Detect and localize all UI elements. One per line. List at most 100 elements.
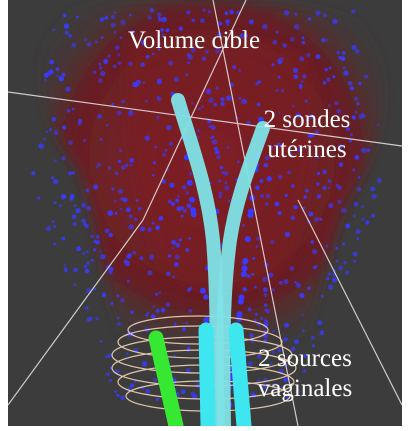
dwell-point <box>224 185 229 190</box>
dwell-point <box>169 142 173 146</box>
dwell-point <box>118 61 122 65</box>
dwell-point <box>87 42 92 47</box>
dwell-point <box>353 252 358 257</box>
dwell-point <box>97 114 102 119</box>
dwell-point <box>99 66 102 69</box>
dwell-point <box>321 295 324 298</box>
dwell-point <box>335 247 338 250</box>
dwell-point <box>248 307 252 311</box>
dwell-point <box>218 192 223 197</box>
dwell-point <box>130 311 133 314</box>
dwell-point <box>302 329 305 332</box>
probe-dwell-point <box>189 197 195 203</box>
dwell-point <box>174 262 179 267</box>
dwell-point <box>61 237 65 241</box>
dwell-point <box>201 105 204 108</box>
dwell-point <box>100 71 105 76</box>
dwell-point <box>161 308 166 313</box>
dwell-point <box>185 248 189 252</box>
dwell-point <box>73 268 78 273</box>
dwell-point <box>37 197 40 200</box>
dwell-point <box>76 246 81 251</box>
dwell-point <box>140 256 144 260</box>
dwell-point <box>153 378 157 382</box>
probe-dwell-point <box>187 180 193 186</box>
dwell-point <box>321 38 326 43</box>
dwell-point <box>249 333 253 337</box>
dwell-point <box>103 59 108 64</box>
dwell-point <box>221 171 224 174</box>
dwell-point <box>169 183 174 188</box>
dwell-point <box>106 372 110 376</box>
dwell-point <box>49 128 52 131</box>
dwell-point <box>84 264 88 268</box>
dwell-point <box>68 171 72 175</box>
dwell-point <box>166 125 171 130</box>
dwell-point <box>319 218 322 221</box>
dwell-point <box>120 395 125 400</box>
dwell-point <box>49 60 54 65</box>
probe-dwell-point <box>200 288 206 294</box>
dwell-point <box>249 19 254 24</box>
dwell-point <box>264 320 268 324</box>
dwell-point <box>171 202 175 206</box>
dwell-point <box>148 270 153 275</box>
dwell-point <box>315 10 320 15</box>
dwell-point <box>100 254 105 259</box>
dwell-point <box>342 243 345 246</box>
dwell-point <box>285 232 290 237</box>
dwell-point <box>171 240 176 245</box>
dwell-point <box>302 41 306 45</box>
dwell-point <box>145 100 148 103</box>
dwell-point <box>284 10 289 15</box>
dwell-point <box>126 254 131 259</box>
dwell-point <box>168 200 172 204</box>
dwell-point <box>53 225 56 228</box>
dwell-point <box>157 12 162 17</box>
dwell-point <box>162 179 166 183</box>
dwell-point <box>155 293 159 297</box>
dwell-point <box>86 261 90 265</box>
dwell-point <box>182 185 187 190</box>
dwell-point <box>65 87 70 92</box>
dwell-point <box>370 186 375 191</box>
dwell-point <box>291 216 295 220</box>
dwell-point <box>345 271 349 275</box>
dwell-point <box>129 214 133 218</box>
dwell-point <box>321 330 324 333</box>
dwell-point <box>81 203 86 208</box>
dwell-point <box>84 38 87 41</box>
dwell-point <box>129 158 134 163</box>
dwell-point <box>85 189 89 193</box>
dwell-point <box>301 314 304 317</box>
dwell-point <box>61 73 65 77</box>
dwell-point <box>186 10 190 14</box>
dwell-point <box>284 279 289 284</box>
dwell-point <box>351 9 355 13</box>
dwell-point <box>285 194 288 197</box>
dwell-point <box>308 212 313 217</box>
dwell-point <box>328 285 333 290</box>
dwell-point <box>323 13 327 17</box>
dwell-point <box>377 178 382 183</box>
dwell-point <box>301 80 304 83</box>
dwell-point <box>238 69 241 72</box>
dwell-point <box>47 71 52 76</box>
dwell-point <box>186 191 190 195</box>
dwell-point <box>192 19 195 22</box>
dwell-point <box>46 130 49 133</box>
target-volume-label: Volume cible <box>94 26 294 56</box>
dwell-point <box>120 298 125 303</box>
dwell-point <box>156 116 159 119</box>
dwell-point <box>247 274 251 278</box>
dwell-point <box>86 206 91 211</box>
dwell-point <box>325 245 328 248</box>
dwell-point <box>343 70 348 75</box>
dwell-point <box>93 240 96 243</box>
dwell-point <box>106 124 108 126</box>
dwell-point <box>219 22 222 25</box>
probe-dwell-point <box>241 271 247 277</box>
dwell-point <box>153 161 156 164</box>
dwell-point <box>98 78 103 83</box>
dwell-point <box>158 216 163 221</box>
